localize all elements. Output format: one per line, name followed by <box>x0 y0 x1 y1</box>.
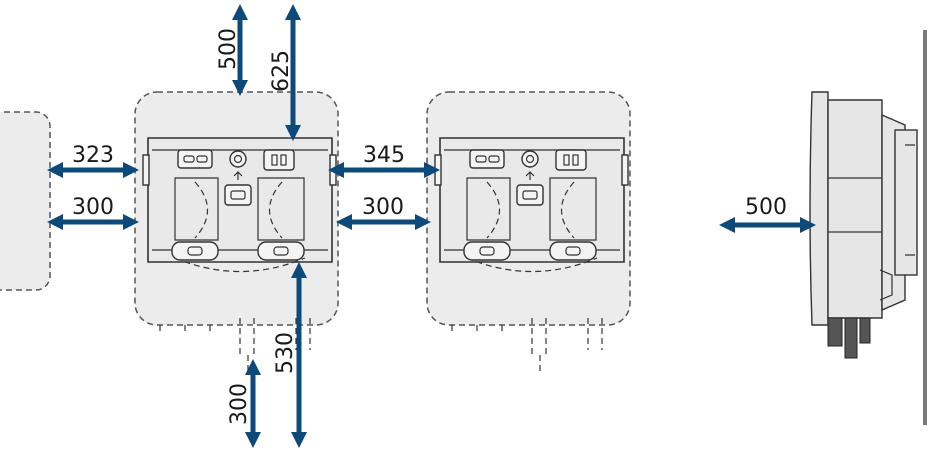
dim-label-bottom-b: 530 <box>273 332 298 374</box>
dim-label-between-upper: 345 <box>363 143 405 168</box>
dim-label-side-front: 500 <box>745 195 787 220</box>
device-front-view-1 <box>134 91 339 372</box>
adjacent-object <box>0 111 51 291</box>
dim-label-left-lower: 300 <box>72 195 114 220</box>
dim-label-top-a: 500 <box>216 28 241 70</box>
clearance-arrows <box>46 3 817 449</box>
dim-label-bottom-a: 300 <box>227 383 252 425</box>
dim-label-top-b: 625 <box>269 50 294 92</box>
device-front-view-2 <box>426 91 631 372</box>
dim-label-between-lower: 300 <box>362 195 404 220</box>
device-side-view <box>809 30 927 425</box>
dim-label-left-upper: 323 <box>72 143 114 168</box>
